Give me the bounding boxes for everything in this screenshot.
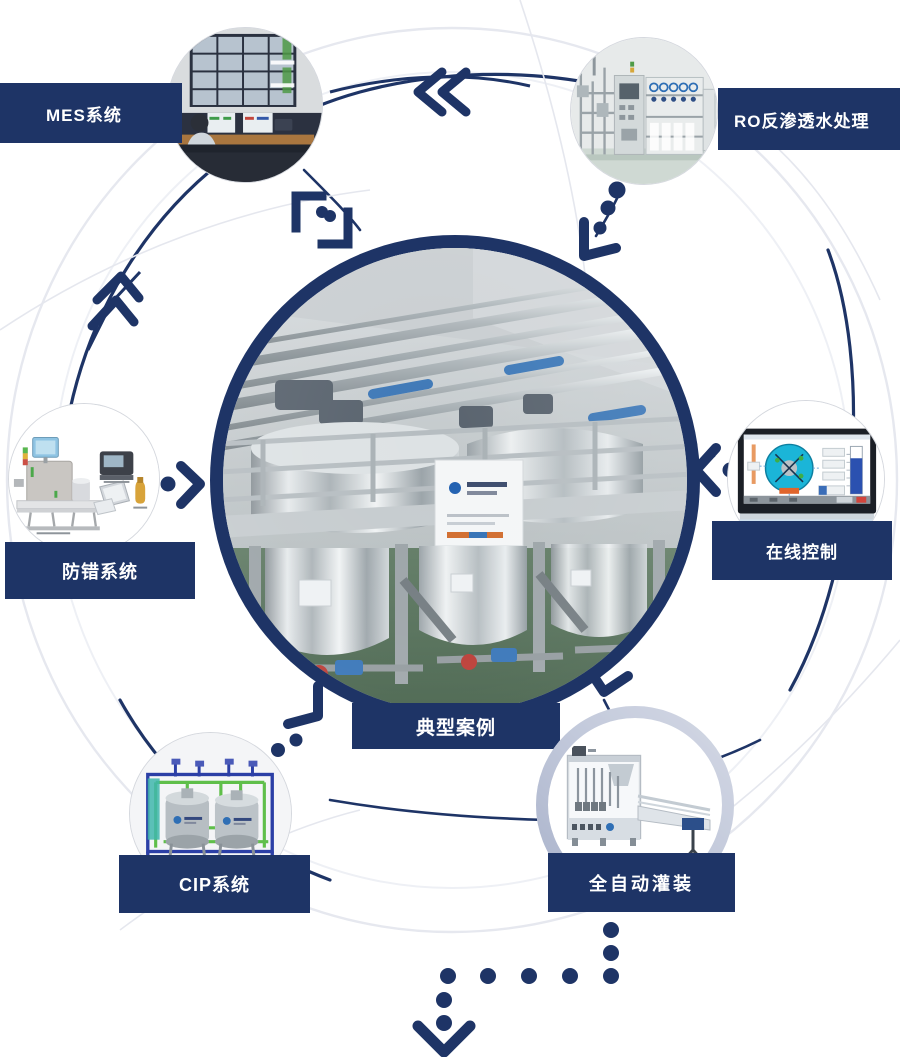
center-node[interactable] xyxy=(210,235,700,725)
errproof-arrow-chevron-right-icon xyxy=(160,461,205,509)
node-errproof-label[interactable]: 防错系统 xyxy=(5,542,195,599)
node-ro[interactable] xyxy=(570,37,718,185)
ro-water-plant-illustration xyxy=(571,38,717,184)
node-online-control-label[interactable]: 在线控制 xyxy=(712,521,892,580)
node-errproof[interactable] xyxy=(8,403,160,555)
node-cip-label[interactable]: CIP系统 xyxy=(119,855,310,913)
node-ro-label[interactable]: RO反渗透水处理 xyxy=(718,88,900,150)
node-errproof-label-text: 防错系统 xyxy=(62,561,138,582)
node-ro-image xyxy=(571,38,717,184)
node-errproof-image xyxy=(9,404,159,554)
center-node-label-text: 典型案例 xyxy=(415,717,496,739)
error-proofing-illustration xyxy=(9,404,159,554)
node-cip-label-text: CIP系统 xyxy=(178,875,250,895)
node-mes-image xyxy=(168,28,322,182)
node-online-control-label-text: 在线控制 xyxy=(766,543,838,562)
tank-farm-illustration xyxy=(223,248,687,712)
bottom-path-dotted-arrow-icon xyxy=(412,922,619,1057)
node-mes-label-text: MES系统 xyxy=(46,105,122,125)
control-room-illustration xyxy=(168,28,322,182)
node-mes[interactable] xyxy=(167,27,323,183)
node-mes-label[interactable]: MES系统 xyxy=(0,83,182,143)
node-ro-label-text: RO反渗透水处理 xyxy=(734,111,870,131)
node-filling-label-text: 全自动灌装 xyxy=(589,873,694,894)
bracket-upper-right-icon xyxy=(579,181,626,261)
bracket-upper-left-dots xyxy=(324,210,336,222)
top-arrow-double-chevron-left-icon xyxy=(329,67,531,117)
center-node-label[interactable]: 典型案例 xyxy=(352,703,560,749)
node-filling-label[interactable]: 全自动灌装 xyxy=(548,853,735,912)
bracket-upper-left-icon xyxy=(291,191,353,249)
center-node-image xyxy=(223,248,687,712)
left-arrow-double-chevron-up-icon xyxy=(86,270,144,351)
